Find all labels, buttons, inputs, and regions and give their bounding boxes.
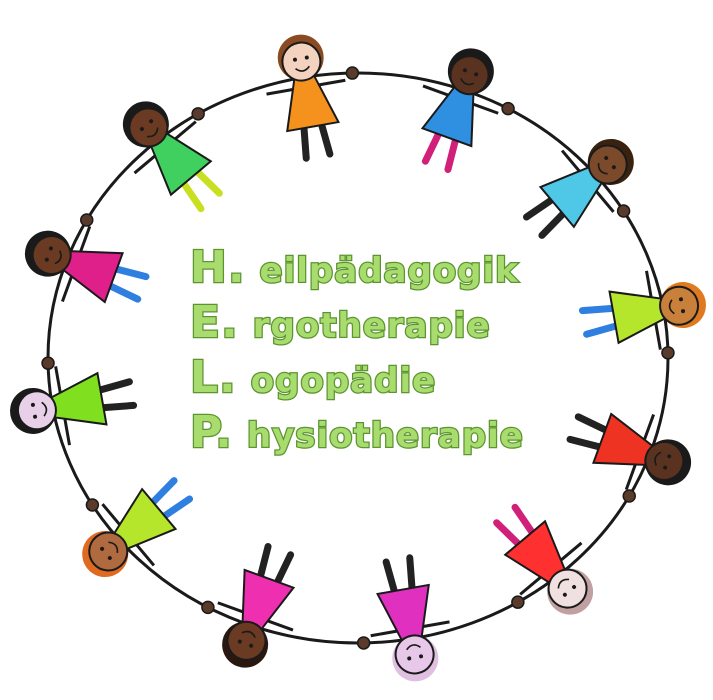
child-figure (522, 138, 634, 239)
child-figure (24, 225, 150, 304)
child-eye (44, 257, 49, 262)
child-head (587, 144, 628, 185)
child-eye (681, 309, 686, 314)
logo-line-logopaedie: L. ogopädie (189, 351, 437, 405)
initial-p: P. (189, 406, 233, 460)
child-eye (667, 454, 672, 459)
word-physiotherapie: hysiotherapie (246, 415, 524, 458)
child-eye (663, 465, 668, 470)
child-figure (122, 101, 223, 213)
child-eye (678, 297, 683, 302)
child-head (281, 41, 322, 82)
child-eye (419, 654, 424, 659)
child-eye (304, 55, 309, 60)
child-figure (266, 34, 346, 162)
initial-e: E. (189, 296, 239, 350)
initial-h: H. (189, 241, 246, 295)
child-smile (406, 644, 421, 651)
holding-hands (501, 101, 515, 116)
child-eye (604, 155, 609, 160)
child-figure (566, 412, 692, 491)
holding-hands (191, 107, 205, 121)
child-figure (370, 554, 450, 682)
holding-hands (622, 489, 636, 503)
child-smile (597, 162, 608, 175)
child-eye (237, 639, 242, 644)
child-head (128, 107, 169, 148)
logo-line-ergotherapie: E. rgotherapie (189, 296, 491, 350)
holding-hands (356, 636, 371, 650)
holding-hands (661, 346, 675, 360)
child-head (644, 440, 685, 481)
child-figure (578, 270, 706, 350)
initial-l: L. (189, 351, 237, 405)
child-eye (572, 585, 577, 590)
holding-hands (85, 498, 100, 512)
holding-hands (511, 595, 525, 609)
child-head (88, 531, 129, 572)
child-smile (460, 78, 475, 86)
child-eye (407, 656, 412, 661)
holding-hands (616, 204, 631, 218)
child-smile (108, 541, 119, 554)
child-eye (107, 556, 112, 561)
child-eye (562, 592, 567, 597)
child-figure (10, 366, 138, 446)
holding-hands (41, 356, 55, 370)
logo-line-physiotherapie: P. hysiotherapie (189, 406, 524, 460)
child-smile (654, 451, 662, 466)
child-eye (462, 68, 467, 73)
holding-hands (345, 66, 360, 80)
child-eye (100, 546, 105, 551)
child-smile (41, 401, 48, 417)
child-head (659, 285, 700, 326)
child-smile (241, 630, 256, 638)
child-smile (295, 65, 310, 72)
child-head (449, 55, 490, 96)
child-figure (493, 503, 594, 615)
child-eye (249, 643, 254, 648)
child-head (547, 568, 588, 609)
child-smile (146, 127, 159, 138)
child-smile (54, 250, 62, 265)
child-figure (217, 543, 296, 668)
holding-hands (80, 213, 94, 227)
word-logopaedie: ogopädie (250, 360, 437, 403)
child-eye (611, 165, 616, 170)
child-smile (557, 578, 570, 589)
child-head (394, 634, 435, 675)
child-smile (668, 299, 675, 315)
child-eye (30, 402, 35, 407)
word-heilpaedagogik: eilpädagogik (258, 250, 519, 293)
word-ergotherapie: rgotherapie (252, 305, 491, 348)
child-figure (82, 477, 194, 578)
logo-line-heilpaedagogik: H. eilpädagogik (189, 241, 519, 295)
child-eye (292, 57, 297, 62)
child-eye (139, 126, 144, 131)
child-eye (33, 414, 38, 419)
holding-hands (201, 600, 215, 615)
child-eye (474, 72, 479, 77)
child-eye (48, 246, 53, 251)
child-eye (149, 119, 154, 124)
child-figure (420, 48, 499, 173)
child-head (16, 390, 57, 431)
child-head (226, 620, 267, 661)
child-head (31, 235, 72, 276)
